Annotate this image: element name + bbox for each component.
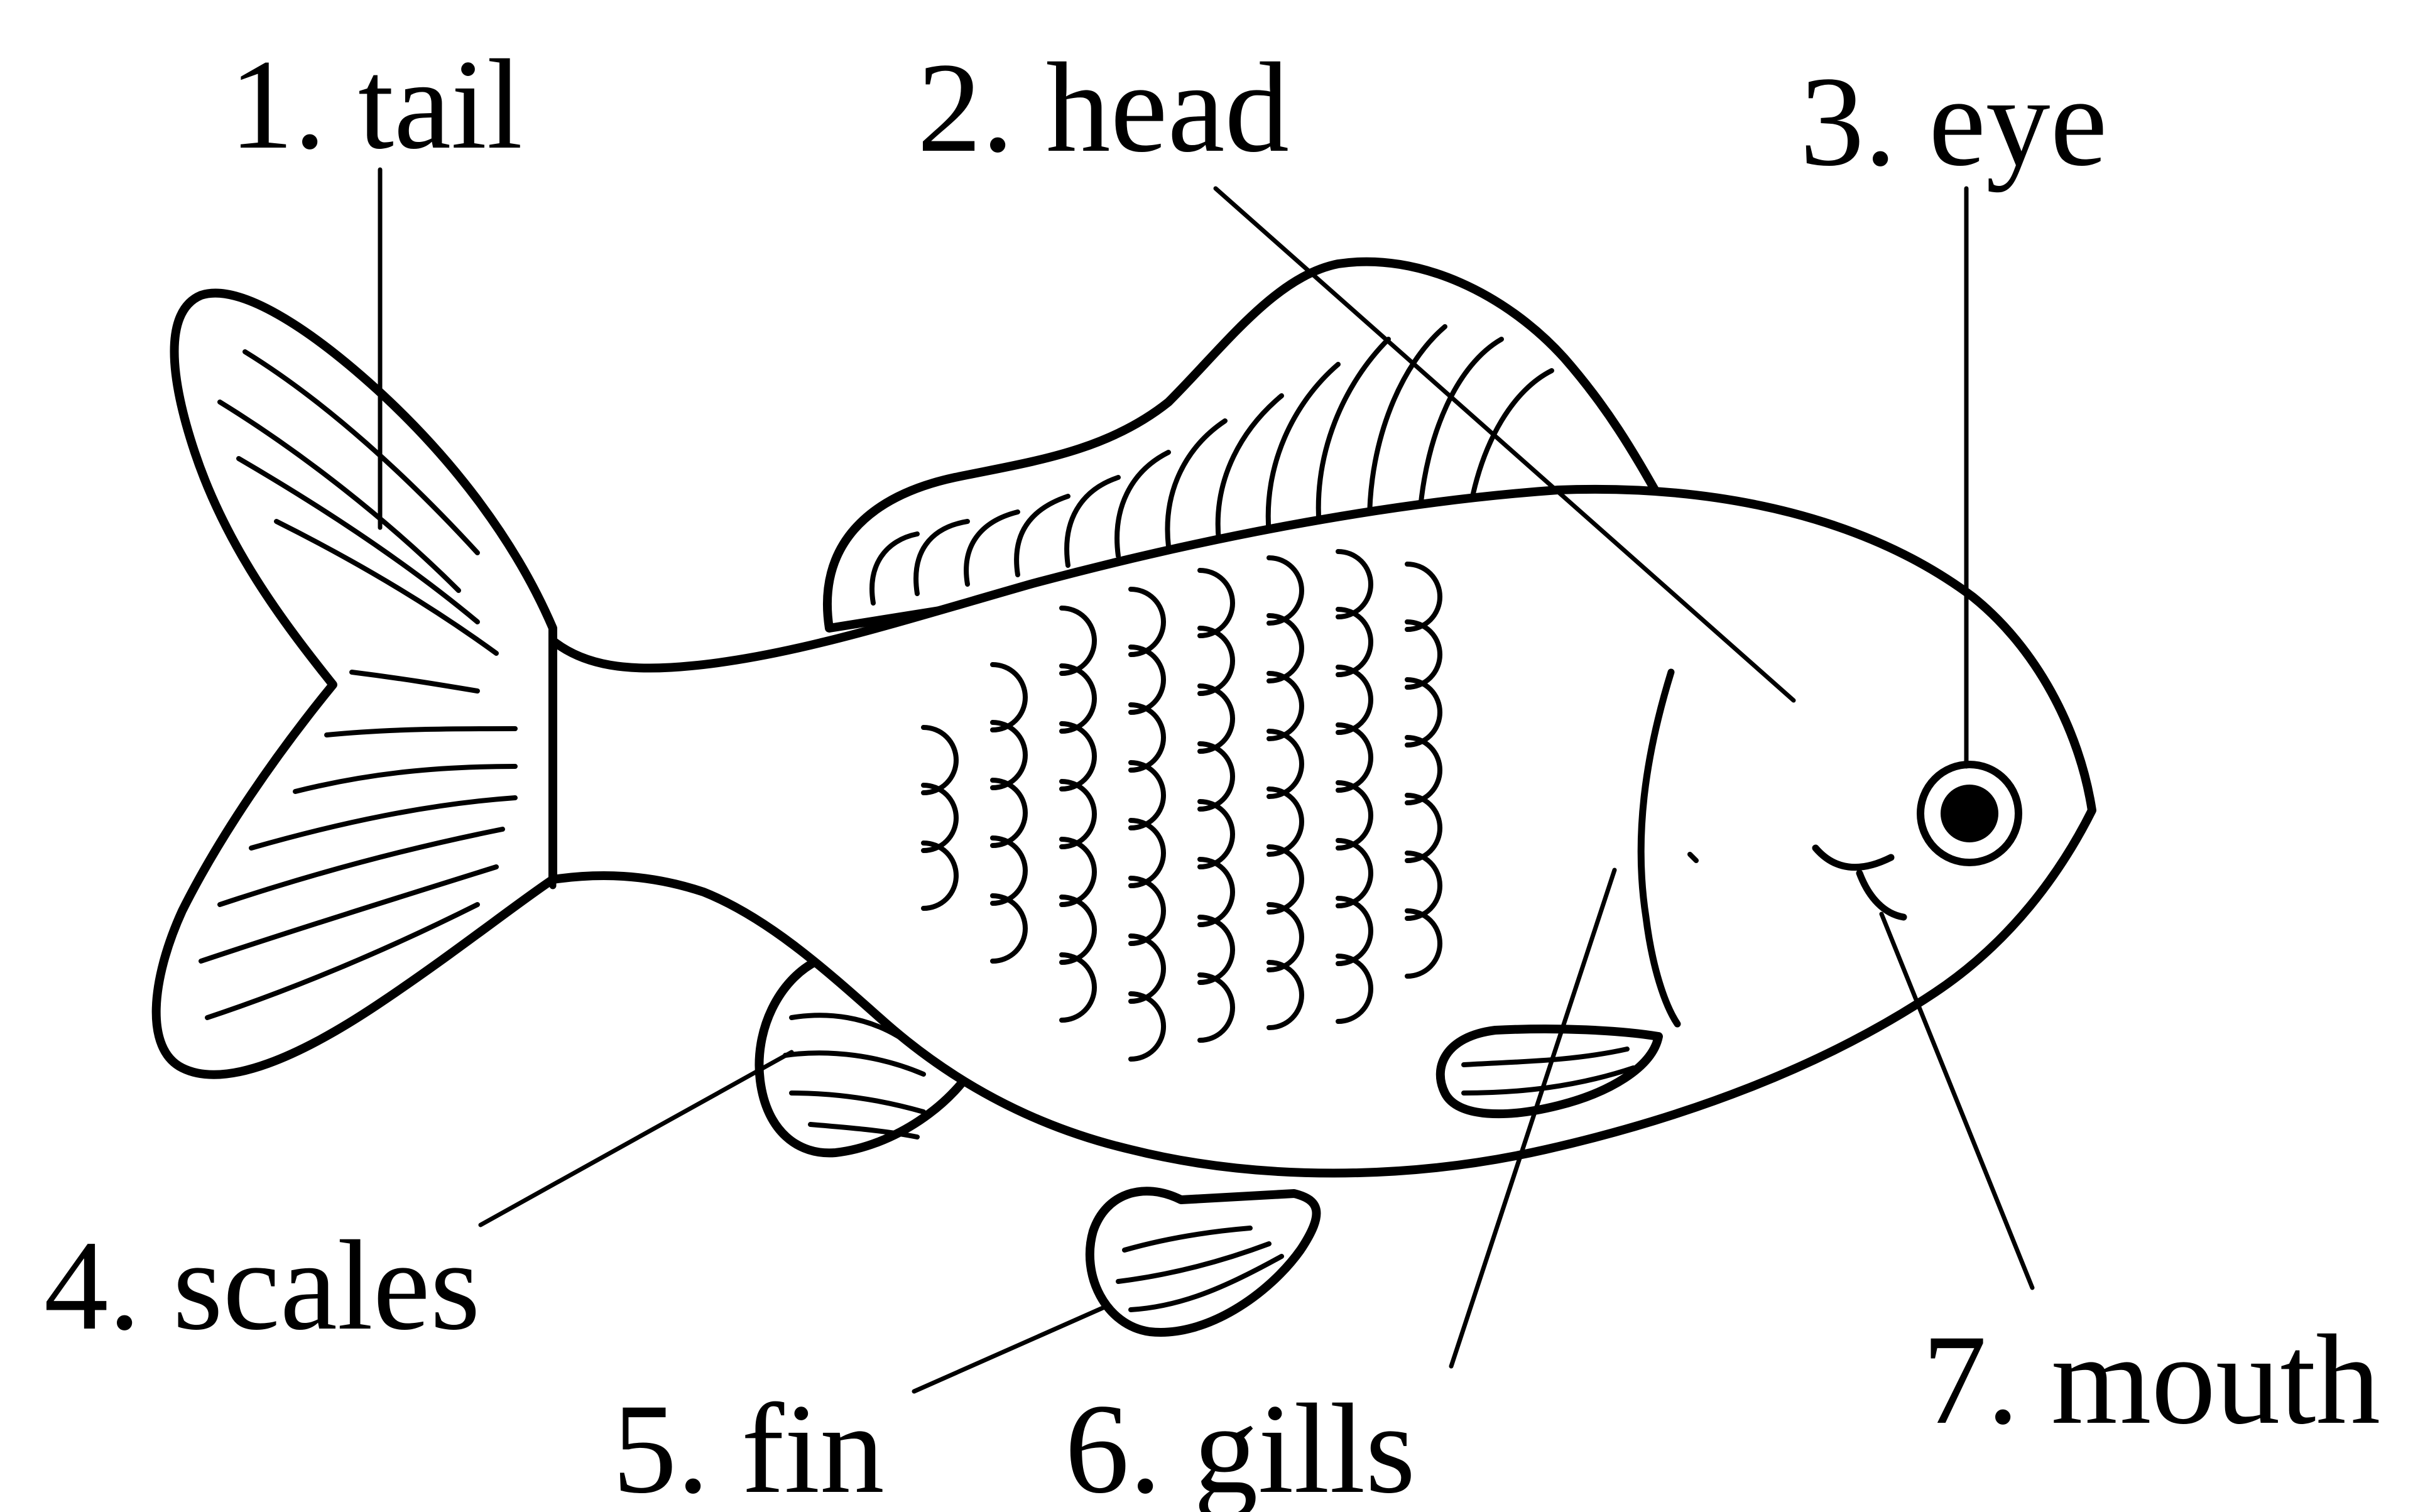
- label-gills: 6. gills: [1065, 1378, 1415, 1512]
- label-scales: 4. scales: [44, 1214, 480, 1357]
- label-fin: 5. fin: [613, 1378, 885, 1512]
- label-tail: 1. tail: [229, 33, 523, 176]
- label-head: 2. head: [917, 36, 1289, 179]
- fish-eye: [1920, 764, 2018, 862]
- label-mouth: 7. mouth: [1922, 1308, 2380, 1451]
- label-eye: 3. eye: [1800, 50, 2107, 193]
